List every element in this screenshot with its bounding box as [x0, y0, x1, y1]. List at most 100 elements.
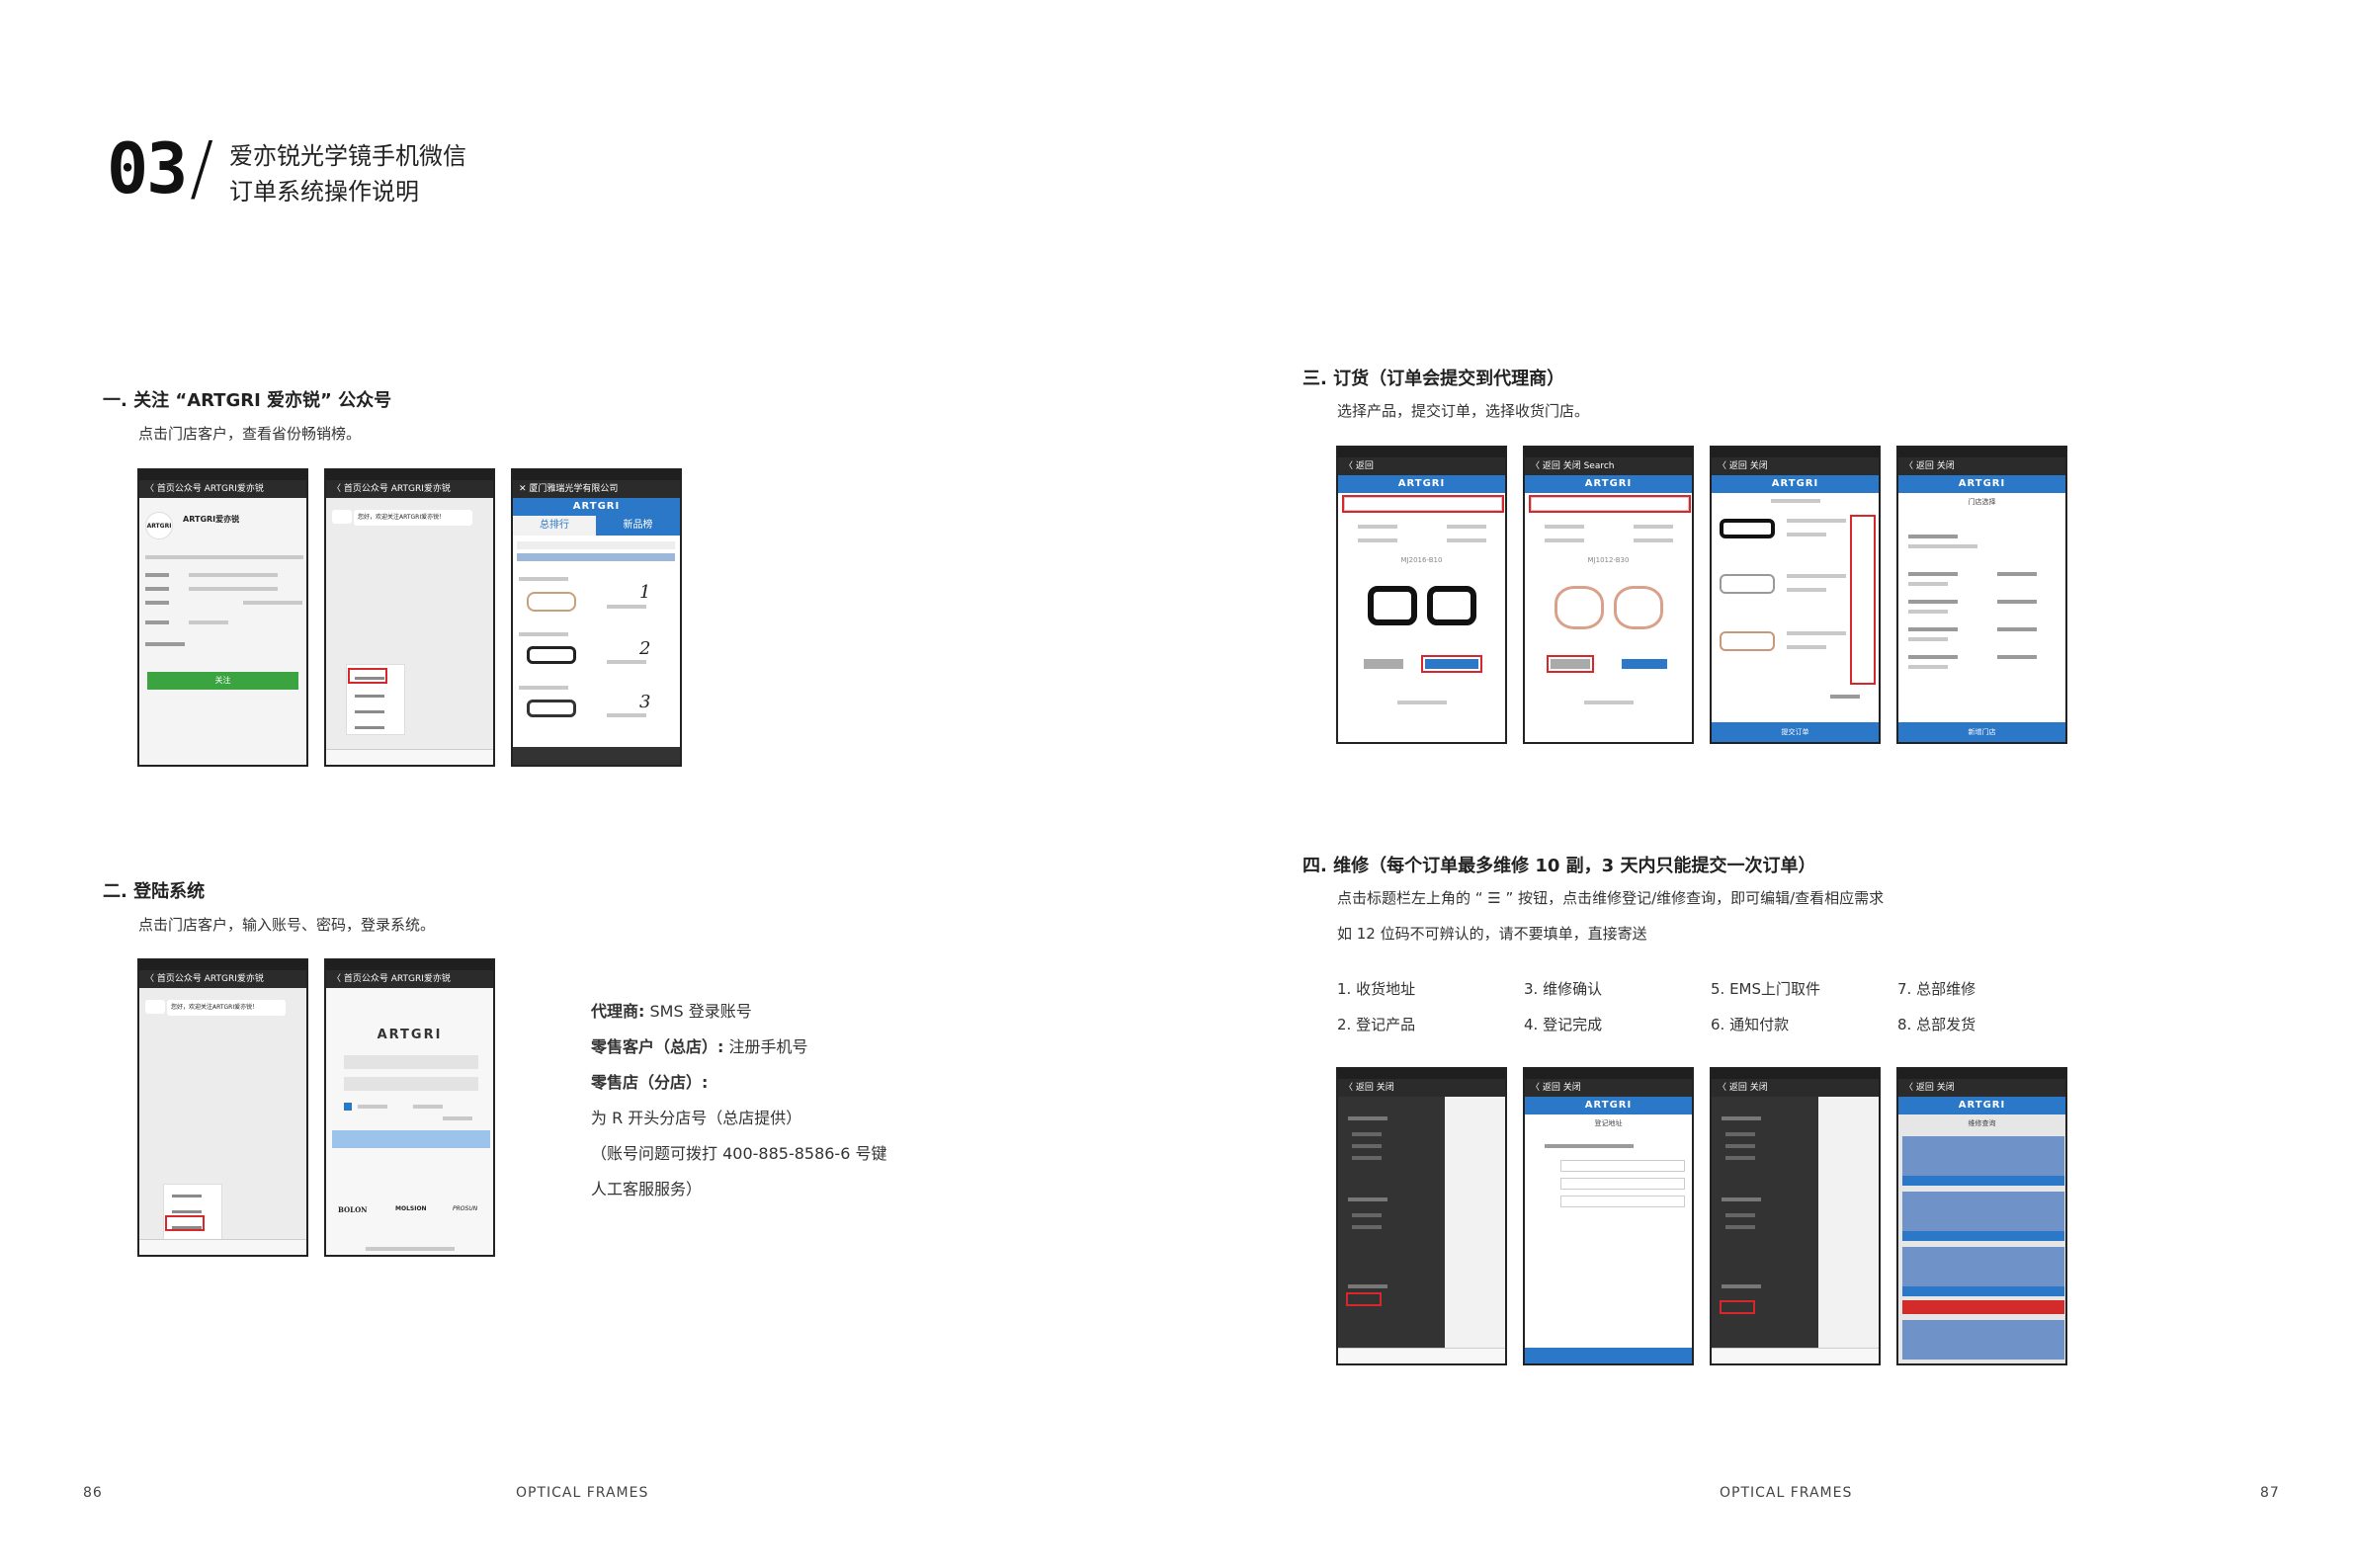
- follow-button[interactable]: 关注: [147, 672, 298, 690]
- add-order-button[interactable]: [1622, 659, 1667, 669]
- section1-title: 一. 关注 “ARTGRI 爱亦锐” 公众号: [103, 390, 392, 411]
- phone-nav: 〈 首页公众号 ARTGRI爱亦锐: [326, 970, 493, 988]
- tab-total-rank[interactable]: 总排行: [513, 516, 596, 536]
- highlight-box: [1529, 495, 1691, 513]
- highlight-box: [348, 668, 387, 684]
- phone-order-cart: 〈 返回 关闭 ARTGRI 提交订单: [1710, 446, 1881, 744]
- bolon-logo: BOLON: [338, 1205, 368, 1214]
- account-name: ARTGRI爱亦锐: [183, 515, 240, 524]
- rank-1: 1: [639, 582, 651, 603]
- list-title: 维修查询: [1968, 1119, 1996, 1127]
- artgri-logo: ARTGRI: [145, 512, 173, 539]
- brand-bar: ARTGRI: [1898, 1097, 2065, 1114]
- chapter-title-line1: 爱亦锐光学镜手机微信: [229, 142, 466, 170]
- login-notes: 代理商: SMS 登录账号 零售客户（总店）: 注册手机号 零售店（分店）: 为…: [591, 998, 886, 1211]
- note-branch-code: 为 R 开头分店号（总店提供）: [591, 1109, 802, 1127]
- phone-nav: 〈 返回 关闭: [1712, 457, 1879, 475]
- section2-subtitle: 点击门店客户，输入账号、密码，登录系统。: [138, 916, 436, 934]
- welcome-bubble: 您好，欢迎关注ARTGRI爱亦锐！: [354, 510, 472, 526]
- section2-title: 二. 登陆系统: [103, 881, 206, 902]
- chapter-number: 03: [107, 128, 188, 209]
- step-4: 4. 登记完成: [1524, 1016, 1603, 1033]
- side-menu: [1712, 1097, 1818, 1348]
- phone-store-select: 〈 返回 关闭 ARTGRI 门店选择 新增门店: [1896, 446, 2067, 744]
- phone-nav: 〈 返回 关闭: [1712, 1079, 1879, 1097]
- phone-chat-menu: 〈 首页公众号 ARTGRI爱亦锐 您好，欢迎关注ARTGRI爱亦锐！: [324, 468, 495, 767]
- tab-new-rank[interactable]: 新品榜: [596, 516, 680, 536]
- brand-bar: ARTGRI: [1898, 475, 2065, 493]
- product-model: MJ2016-B10: [1400, 556, 1443, 564]
- phone-order-product-2: 〈 返回 关闭 Search ARTGRI MJ1012-B30: [1523, 446, 1694, 744]
- login-brand: ARTGRI: [377, 1028, 443, 1042]
- phone-repair-menu-1: 〈 返回 关闭: [1336, 1067, 1507, 1365]
- highlight-box: [1346, 1292, 1382, 1306]
- chapter-slash: /: [190, 126, 214, 209]
- phone-repair-address: 〈 返回 关闭 ARTGRI 登记地址: [1523, 1067, 1694, 1365]
- add-cart-button[interactable]: [1364, 659, 1403, 669]
- repair-input-1[interactable]: [1560, 1160, 1685, 1172]
- step-2: 2. 登记产品: [1337, 1016, 1416, 1033]
- note-retail-branch: 零售店（分店）:: [591, 1073, 709, 1092]
- phone-follow-account: 〈 首页公众号 ARTGRI爱亦锐 ARTGRI ARTGRI爱亦锐 关注: [137, 468, 308, 767]
- step-8: 8. 总部发货: [1897, 1016, 1976, 1033]
- step-6: 6. 通知付款: [1711, 1016, 1790, 1033]
- product-search-input[interactable]: [1531, 497, 1689, 511]
- section1-subtitle: 点击门店客户，查看省份畅销榜。: [138, 425, 362, 443]
- note-service: 人工客服服务）: [591, 1180, 703, 1198]
- phone-nav: 〈 返回 关闭: [1898, 457, 2065, 475]
- store-select-title: 门店选择: [1968, 498, 1996, 506]
- rank-2: 2: [639, 638, 651, 659]
- add-store-button[interactable]: 新增门店: [1898, 722, 2065, 742]
- step-3: 3. 维修确认: [1524, 980, 1603, 998]
- submit-order-button[interactable]: 提交订单: [1712, 722, 1879, 742]
- section4-subtitle-1: 点击标题栏左上角的 “ ☰ ” 按钮，点击维修登记/维修查询，即可编辑/查看相应…: [1337, 889, 1885, 907]
- note-agent: 代理商: SMS 登录账号: [591, 1002, 752, 1021]
- form-title: 登记地址: [1594, 1119, 1623, 1127]
- repair-input-2[interactable]: [1560, 1178, 1685, 1190]
- side-menu: [1338, 1097, 1445, 1348]
- phone-nav: 〈 返回 关闭: [1338, 1079, 1505, 1097]
- step-1: 1. 收货地址: [1337, 980, 1416, 998]
- brand-bar: ARTGRI: [1525, 475, 1692, 493]
- product-search-input[interactable]: [1344, 497, 1502, 511]
- note-hotline: （账号问题可拨打 400-885-8586-6 号键: [591, 1144, 887, 1163]
- highlight-box: [1547, 655, 1594, 673]
- password-input[interactable]: [344, 1077, 478, 1091]
- phone-ranking: ✕ 厦门雅瑞光学有限公司 ARTGRI 总排行 新品榜 1 2 3: [511, 468, 682, 767]
- add-cart-button[interactable]: [1551, 659, 1590, 669]
- highlight-box: [1342, 495, 1504, 513]
- rank-3: 3: [639, 692, 651, 712]
- highlight-box: [165, 1215, 205, 1231]
- section3-title: 三. 订货（订单会提交到代理商）: [1303, 369, 1565, 389]
- action-button-red[interactable]: [1902, 1300, 2064, 1314]
- phone-nav: 〈 首页公众号 ARTGRI爱亦锐: [139, 480, 306, 498]
- note-retail-hq: 零售客户（总店）: 注册手机号: [591, 1037, 808, 1056]
- highlight-box: [1720, 1300, 1755, 1314]
- popup-menu: [346, 664, 405, 735]
- section3-subtitle: 选择产品，提交订单，选择收货门店。: [1337, 402, 1590, 420]
- section4-title: 四. 维修（每个订单最多维修 10 副，3 天内只能提交一次订单）: [1303, 856, 1816, 876]
- phone-login-form: 〈 首页公众号 ARTGRI爱亦锐 ARTGRI BOLON MOLSION P…: [324, 958, 495, 1257]
- left-running-title: OPTICAL FRAMES: [516, 1485, 649, 1501]
- phone-repair-query: 〈 返回 关闭 ARTGRI 维修查询: [1896, 1067, 2067, 1365]
- prosun-logo: PROSUN: [453, 1205, 478, 1212]
- brand-bar: ARTGRI: [1338, 475, 1505, 493]
- phone-nav: 〈 返回 关闭: [1525, 1079, 1692, 1097]
- repair-input-3[interactable]: [1560, 1196, 1685, 1207]
- account-input[interactable]: [344, 1055, 478, 1069]
- login-button[interactable]: [332, 1130, 490, 1148]
- phone-nav: 〈 返回 关闭 Search: [1525, 457, 1692, 475]
- phone-repair-menu-2: 〈 返回 关闭: [1710, 1067, 1881, 1365]
- product-model: MJ1012-B30: [1587, 556, 1630, 564]
- remember-checkbox[interactable]: [344, 1103, 352, 1111]
- right-page-number: 87: [2260, 1485, 2280, 1501]
- right-running-title: OPTICAL FRAMES: [1720, 1485, 1853, 1501]
- phone-login-menu: 〈 首页公众号 ARTGRI爱亦锐 您好，欢迎关注ARTGRI爱亦锐！: [137, 958, 308, 1257]
- phone-nav: 〈 首页公众号 ARTGRI爱亦锐: [139, 970, 306, 988]
- brand-bar: ARTGRI: [1712, 475, 1879, 493]
- phone-nav: 〈 首页公众号 ARTGRI爱亦锐: [326, 480, 493, 498]
- welcome-bubble: 您好，欢迎关注ARTGRI爱亦锐！: [167, 1000, 286, 1016]
- add-order-button[interactable]: [1425, 659, 1478, 669]
- phone-order-product-1: 〈 返回 ARTGRI MJ2016-B10: [1336, 446, 1507, 744]
- next-button[interactable]: [1525, 1348, 1692, 1363]
